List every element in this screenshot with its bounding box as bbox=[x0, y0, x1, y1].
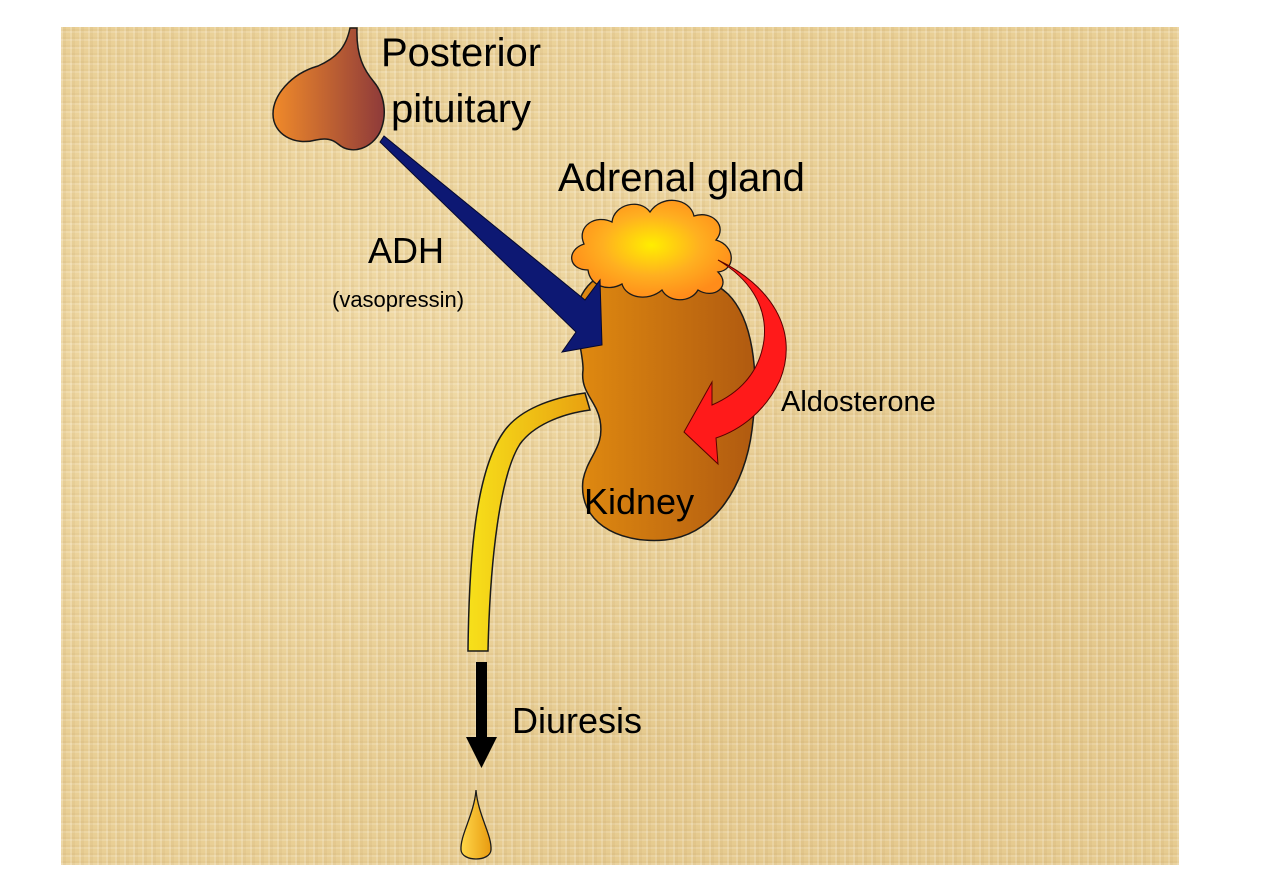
pituitary-gland-shape bbox=[272, 27, 386, 151]
aldosterone-label: Aldosterone bbox=[781, 386, 936, 418]
posterior-label: Posterior bbox=[381, 31, 542, 75]
diuresis-label: Diuresis bbox=[512, 700, 643, 741]
ureter-shape bbox=[467, 392, 591, 652]
vasopressin-label: (vasopressin) bbox=[332, 287, 465, 312]
adh-arrow bbox=[379, 135, 603, 353]
diuresis-arrow bbox=[466, 662, 497, 768]
aldosterone-arrow bbox=[683, 259, 787, 466]
adrenal-gland-shape bbox=[571, 199, 732, 301]
kidney-shape bbox=[576, 267, 756, 542]
adh-label: ADH bbox=[368, 230, 445, 271]
urine-drop bbox=[460, 789, 492, 860]
kidney-label: Kidney bbox=[584, 481, 695, 522]
pituitary-label: pituitary bbox=[391, 87, 532, 131]
adrenal-gland-label: Adrenal gland bbox=[558, 156, 805, 200]
